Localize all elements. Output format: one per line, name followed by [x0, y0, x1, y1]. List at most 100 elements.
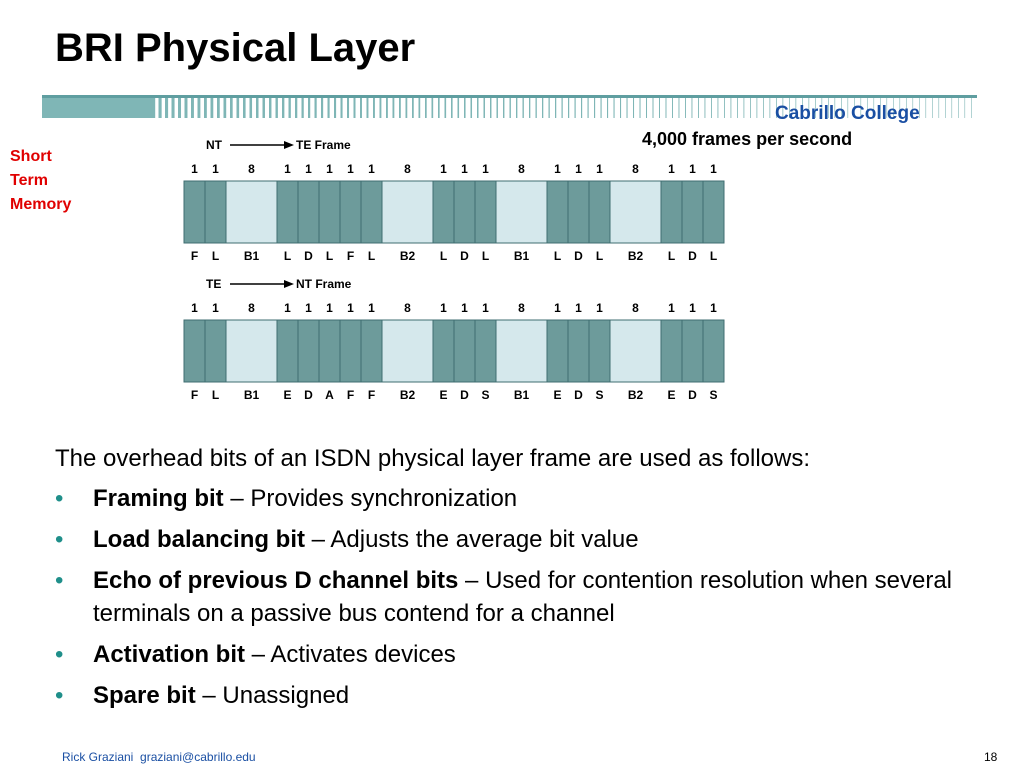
frame-field [225, 319, 278, 383]
field-bit-count: 1 [191, 301, 198, 315]
field-bit-count: 1 [284, 162, 291, 176]
frame-field [276, 180, 299, 244]
field-label: L [596, 249, 603, 263]
band-line [789, 98, 790, 118]
field-bit-count: 1 [596, 162, 603, 176]
frame-field [567, 319, 590, 383]
field-label: B2 [628, 388, 644, 402]
band-line [457, 98, 460, 118]
field-label: B2 [400, 388, 416, 402]
field-label: F [368, 388, 375, 402]
field-bit-count: 1 [212, 301, 219, 315]
band-line [412, 98, 414, 118]
field-bit-count: 8 [404, 301, 411, 315]
frame-from-label: TE [206, 277, 221, 291]
field-label: S [481, 388, 489, 402]
frame-field [453, 319, 476, 383]
bullet-term: Framing bit [93, 485, 224, 512]
band-line [171, 98, 175, 118]
field-label: A [325, 388, 334, 402]
band-line [542, 98, 544, 118]
field-label: D [574, 249, 583, 263]
field-label: F [191, 388, 198, 402]
field-label: E [439, 388, 447, 402]
band-line [425, 98, 427, 118]
band-line [919, 98, 920, 118]
field-bit-count: 1 [461, 162, 468, 176]
field-label: D [304, 249, 313, 263]
field-label: L [368, 249, 375, 263]
band-line [737, 98, 738, 118]
note-line: Term [10, 172, 48, 189]
band-line [880, 98, 881, 118]
band-line [685, 98, 686, 118]
band-line [373, 98, 375, 118]
band-line [795, 98, 797, 118]
overhead-bits-list: •Framing bit – Provides synchronization … [55, 482, 975, 720]
short-term-memory-note: Short Term Memory [10, 145, 100, 217]
field-bit-count: 1 [368, 301, 375, 315]
frames-per-second-label: 4,000 frames per second [642, 129, 853, 149]
band-line [470, 98, 473, 118]
frame-field [204, 319, 227, 383]
field-bit-count: 1 [482, 162, 489, 176]
band-line [776, 98, 777, 118]
band-line [405, 98, 408, 118]
band-line [165, 98, 169, 118]
band-line [704, 98, 706, 118]
field-bit-count: 1 [596, 301, 603, 315]
band-line [834, 98, 836, 118]
footer-author: Rick Graziani graziani@cabrillo.edu [62, 750, 256, 764]
frame-field [546, 319, 569, 383]
frame-field [432, 180, 455, 244]
band-line [438, 98, 440, 118]
frame-field [660, 180, 683, 244]
band-line [379, 98, 382, 118]
band-line [230, 98, 233, 118]
list-item: •Spare bit – Unassigned [55, 679, 975, 712]
field-bit-count: 8 [632, 301, 639, 315]
band-line [581, 98, 583, 118]
band-line [483, 98, 485, 118]
band-line [236, 98, 240, 118]
frame-field [204, 180, 227, 244]
field-label: L [440, 249, 447, 263]
band-line [529, 98, 531, 118]
frame-field [318, 180, 341, 244]
band-line [516, 98, 518, 118]
field-bit-count: 1 [326, 162, 333, 176]
band-line [633, 98, 635, 118]
field-label: E [283, 388, 291, 402]
band-line [711, 98, 712, 118]
band-line [386, 98, 388, 118]
frame-field [660, 319, 683, 383]
field-label: B2 [628, 249, 644, 263]
field-label: D [688, 388, 697, 402]
field-bit-count: 8 [518, 301, 525, 315]
band-line [899, 98, 901, 118]
note-line: Memory [10, 196, 72, 213]
frame-field [681, 319, 704, 383]
bullet-desc: – Unassigned [195, 682, 350, 709]
band-line [431, 98, 434, 118]
field-bit-count: 1 [440, 301, 447, 315]
frame-field [183, 180, 206, 244]
frame-field [432, 319, 455, 383]
band-line [327, 98, 330, 118]
field-bit-count: 1 [554, 162, 561, 176]
field-bit-count: 1 [689, 162, 696, 176]
field-label: F [191, 249, 198, 263]
band-line [821, 98, 823, 118]
band-line [178, 98, 182, 118]
field-bit-count: 1 [305, 301, 312, 315]
band-solid [42, 98, 152, 118]
band-line [522, 98, 524, 118]
frame-field [318, 319, 341, 383]
field-bit-count: 8 [632, 162, 639, 176]
field-bit-count: 1 [191, 162, 198, 176]
band-line [392, 98, 395, 118]
band-line [418, 98, 421, 118]
band-line [444, 98, 447, 118]
field-bit-count: 1 [305, 162, 312, 176]
